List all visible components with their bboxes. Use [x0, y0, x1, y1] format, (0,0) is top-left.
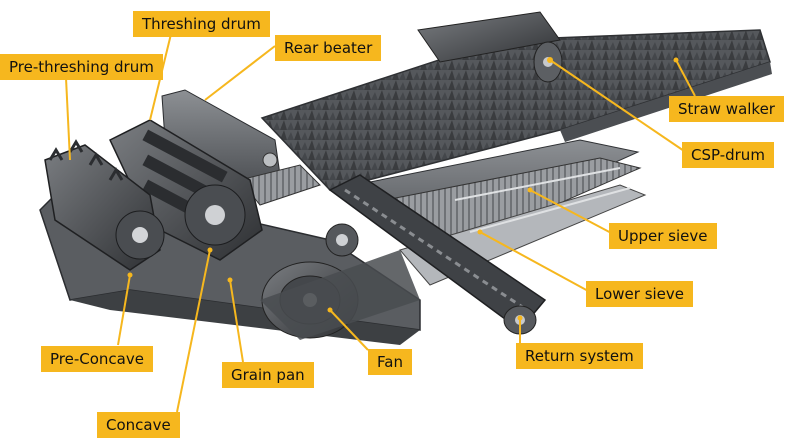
label-fan: Fan	[368, 349, 412, 375]
leader-concave	[176, 249, 211, 413]
label-return-system: Return system	[516, 343, 643, 369]
label-straw-walker: Straw walker	[669, 96, 784, 122]
leader-upper-sieve	[529, 189, 616, 236]
leader-grain-pan	[229, 279, 244, 363]
leader-fan	[329, 309, 369, 351]
leader-lower-sieve	[479, 231, 591, 293]
leader-pre-threshing-drum	[65, 77, 71, 161]
leader-pre-concave	[117, 274, 131, 346]
leader-straw-walker	[675, 59, 696, 97]
label-pre-threshing-drum: Pre-threshing drum	[0, 54, 163, 80]
label-concave: Concave	[97, 412, 180, 438]
label-upper-sieve: Upper sieve	[609, 223, 717, 249]
label-rear-beater: Rear beater	[275, 35, 382, 61]
return-system-part	[325, 174, 547, 335]
pre-threshing-drum-part	[44, 139, 165, 271]
fan-part	[260, 250, 420, 340]
label-csp-drum: CSP-drum	[682, 142, 774, 168]
rear-beater-part	[161, 89, 321, 206]
leader-rear-beater	[204, 45, 276, 101]
label-pre-concave: Pre-Concave	[41, 346, 153, 372]
label-threshing-drum: Threshing drum	[133, 11, 270, 37]
label-lower-sieve: Lower sieve	[586, 281, 694, 307]
leader-csp-drum	[549, 59, 691, 156]
label-grain-pan: Grain pan	[222, 362, 314, 388]
